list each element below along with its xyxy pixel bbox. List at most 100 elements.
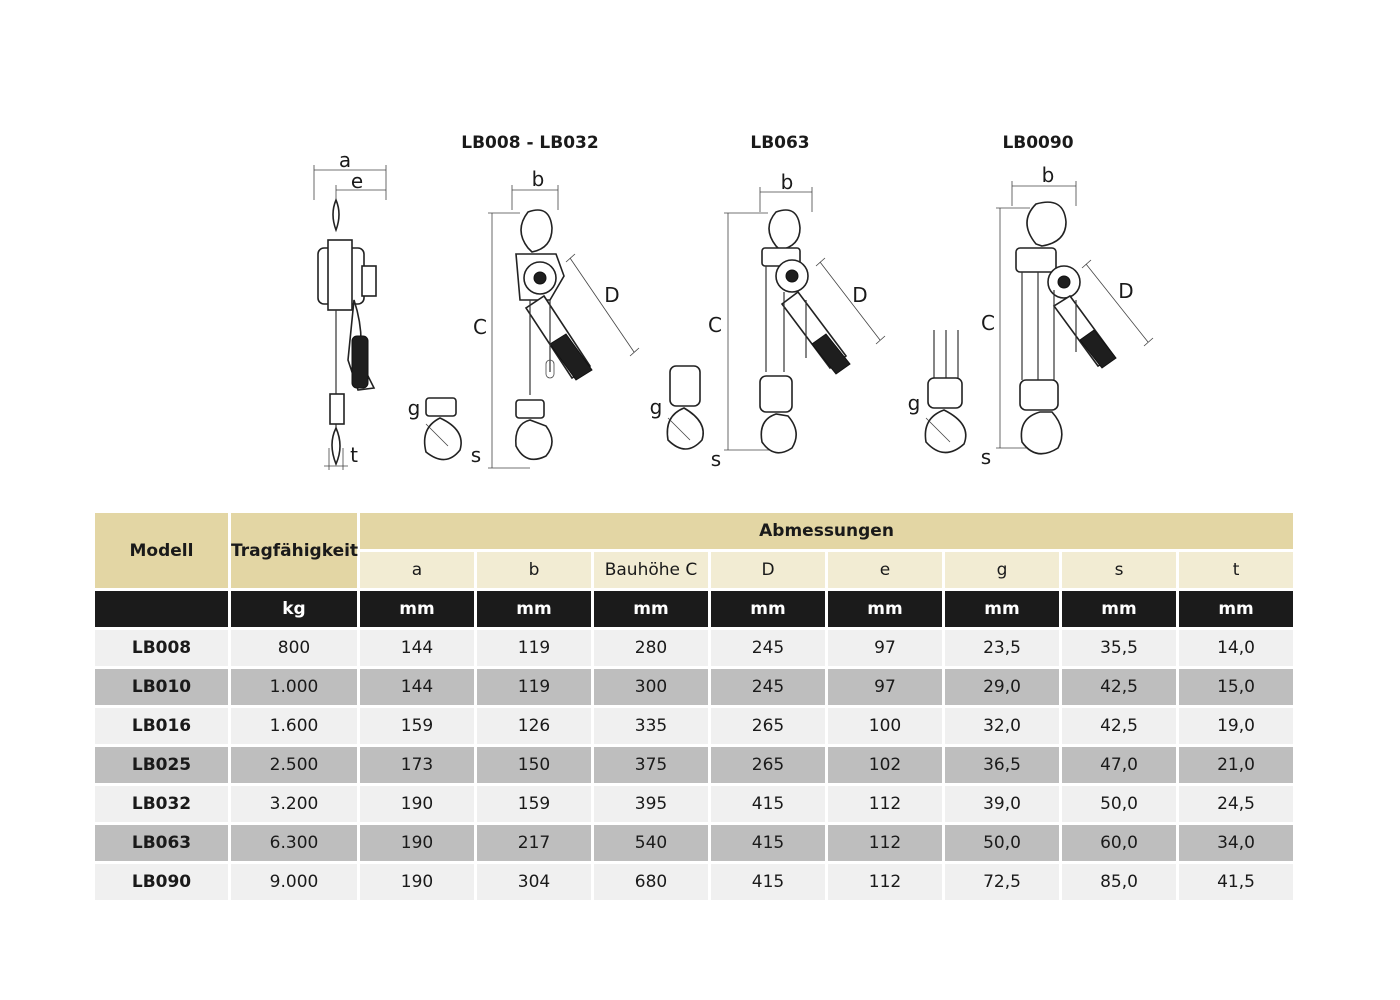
header-col-e: e [828,552,942,588]
value-cell: 119 [477,669,591,705]
diagram-title-lb063: LB063 [750,133,809,153]
value-cell: 1.000 [231,669,357,705]
spec-table: Modell Tragfähigkeit Abmessungen a b Bau… [92,510,1296,903]
lb0090-dim-label-s: s [981,445,991,469]
value-cell: 97 [828,630,942,666]
hoist-lb063-drawing: b C D g s [650,170,886,471]
value-cell: 60,0 [1062,825,1176,861]
value-cell: 15,0 [1179,669,1294,705]
value-cell: 415 [711,864,825,900]
value-cell: 144 [360,669,474,705]
value-cell: 126 [477,708,591,744]
diagram-title-lb008-lb032: LB008 - LB032 [461,133,598,153]
header-col-t: t [1179,552,1294,588]
lb008-dim-label-g: g [408,396,421,420]
unit-cell: mm [711,591,825,627]
model-cell: LB008 [95,630,228,666]
unit-cell: mm [828,591,942,627]
value-cell: 41,5 [1179,864,1294,900]
lb063-dim-label-c: C [708,313,722,337]
value-cell: 217 [477,825,591,861]
value-cell: 159 [477,786,591,822]
header-dimensions: Abmessungen [360,513,1294,549]
value-cell: 265 [711,747,825,783]
value-cell: 23,5 [945,630,1059,666]
header-col-d: D [711,552,825,588]
value-cell: 800 [231,630,357,666]
lb0090-dim-label-c: C [981,311,995,335]
value-cell: 173 [360,747,474,783]
lb0090-dim-label-d: D [1118,279,1133,303]
value-cell: 47,0 [1062,747,1176,783]
dim-label-e: e [351,169,363,193]
value-cell: 34,0 [1179,825,1294,861]
value-cell: 24,5 [1179,786,1294,822]
unit-cell [95,591,228,627]
value-cell: 112 [828,825,942,861]
value-cell: 97 [828,669,942,705]
value-cell: 415 [711,786,825,822]
hoist-lb008-lb032-drawing: b C D g s [408,167,640,469]
dim-label-t: t [350,443,358,467]
value-cell: 21,0 [1179,747,1294,783]
header-col-s: s [1062,552,1176,588]
unit-cell: mm [1179,591,1294,627]
value-cell: 280 [594,630,708,666]
value-cell: 14,0 [1179,630,1294,666]
hoist-dimension-diagram: LB008 - LB032 LB063 LB0090 a e t b [313,133,1154,471]
value-cell: 2.500 [231,747,357,783]
value-cell: 159 [360,708,474,744]
model-cell: LB063 [95,825,228,861]
value-cell: 35,5 [1062,630,1176,666]
value-cell: 3.200 [231,786,357,822]
lb063-dim-label-g: g [650,395,663,419]
unit-cell: mm [1062,591,1176,627]
lb063-dim-label-s: s [711,447,721,471]
value-cell: 29,0 [945,669,1059,705]
value-cell: 144 [360,630,474,666]
value-cell: 50,0 [1062,786,1176,822]
model-cell: LB016 [95,708,228,744]
unit-cell: mm [360,591,474,627]
value-cell: 100 [828,708,942,744]
diagram-title-lb0090: LB0090 [1002,133,1073,153]
value-cell: 265 [711,708,825,744]
value-cell: 375 [594,747,708,783]
model-cell: LB010 [95,669,228,705]
value-cell: 9.000 [231,864,357,900]
value-cell: 112 [828,786,942,822]
value-cell: 190 [360,786,474,822]
value-cell: 119 [477,630,591,666]
value-cell: 112 [828,864,942,900]
value-cell: 415 [711,825,825,861]
header-col-b: b [477,552,591,588]
value-cell: 190 [360,864,474,900]
value-cell: 245 [711,669,825,705]
hoist-lb0090-drawing: b C D g s [908,163,1154,469]
lb008-dim-label-c: C [473,315,487,339]
header-col-c: Bauhöhe C [594,552,708,588]
unit-cell: kg [231,591,357,627]
lb008-dim-label-d: D [604,283,619,307]
value-cell: 102 [828,747,942,783]
header-capacity: Tragfähigkeit [231,513,358,588]
lb063-dim-label-b: b [781,170,794,194]
value-cell: 190 [360,825,474,861]
value-cell: 335 [594,708,708,744]
dim-label-a: a [339,148,351,172]
lb0090-dim-label-g: g [908,391,921,415]
lb008-dim-label-s: s [471,443,481,467]
side-view-drawing: a e t [313,148,387,470]
unit-cell: mm [594,591,708,627]
value-cell: 85,0 [1062,864,1176,900]
value-cell: 680 [594,864,708,900]
header-model: Modell [95,513,228,588]
model-cell: LB025 [95,747,228,783]
